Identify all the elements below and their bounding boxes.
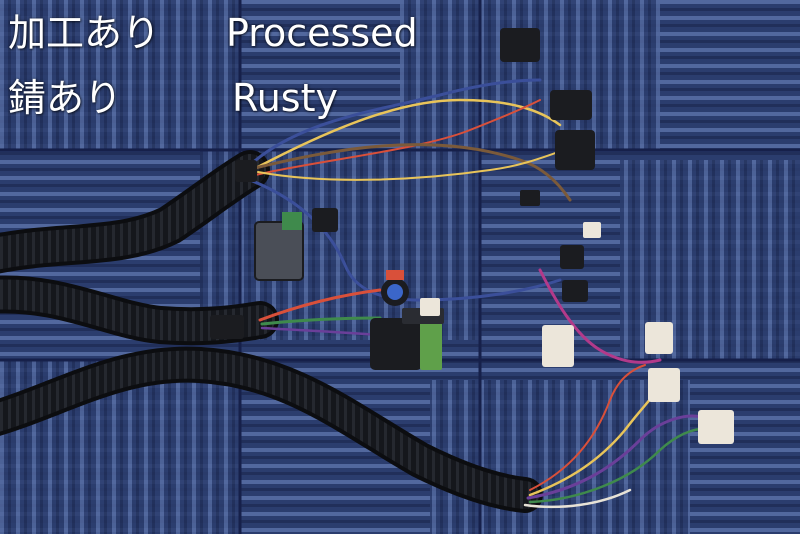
connector-black-small xyxy=(312,28,595,302)
connector-white xyxy=(420,222,734,444)
corrugated-loom-upper xyxy=(0,150,270,274)
connector-clip xyxy=(210,160,257,339)
connector-grey-relay xyxy=(254,212,304,281)
wire-bundle xyxy=(248,78,722,509)
connector-round-blue xyxy=(381,270,409,306)
caption-rusty-en: Rusty xyxy=(232,76,338,120)
corrugated-loom-lower xyxy=(0,346,543,513)
caption-processed-en: Processed xyxy=(226,11,418,55)
caption-rusty-jp: 錆あり xyxy=(8,76,123,120)
caption-processed-jp: 加工あり xyxy=(8,11,161,55)
